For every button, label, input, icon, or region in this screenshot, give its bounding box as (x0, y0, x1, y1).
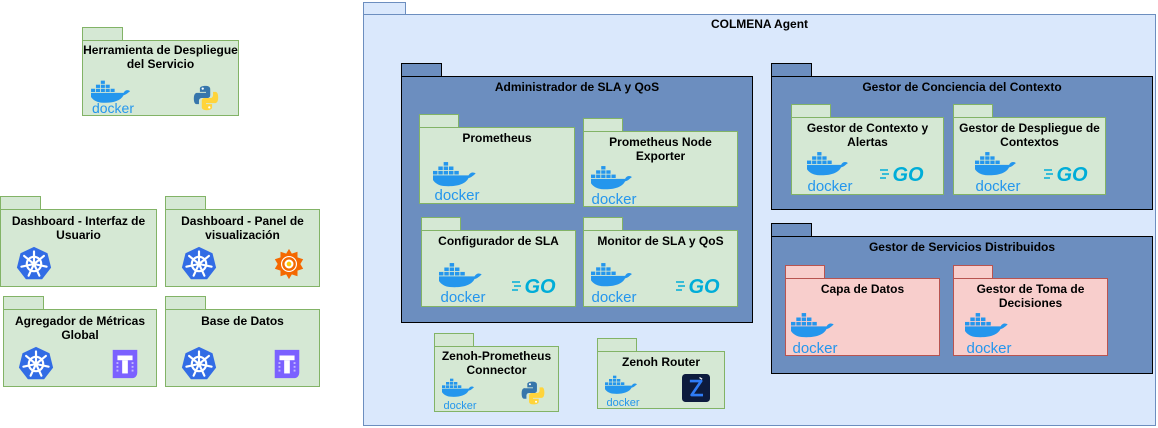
docker-logo: docker (960, 311, 1018, 355)
svg-text:docker: docker (443, 400, 476, 411)
agregador-metricas-package[interactable]: Agregador de Métricas Global (3, 309, 157, 387)
package-tab (165, 196, 206, 210)
package-tab (0, 196, 41, 210)
dashboard-panel-package[interactable]: Dashboard - Panel de visualización (165, 209, 320, 287)
svg-text:GO: GO (524, 276, 556, 296)
base-datos-package[interactable]: Base de Datos (165, 309, 320, 387)
package-tab (401, 63, 442, 77)
package-tab (82, 27, 123, 41)
svg-text:docker: docker (792, 340, 837, 355)
svg-text:docker: docker (966, 340, 1011, 355)
zenoh-router-package[interactable]: Zenoh Router docker (597, 351, 725, 409)
zenoh-icon (682, 374, 710, 402)
conciencia-contexto-label: Gestor de Conciencia del Contexto (862, 80, 1062, 94)
svg-text:docker: docker (591, 289, 636, 305)
docker-logo: docker (87, 79, 139, 115)
package-tab (583, 217, 623, 231)
herramienta-label: Herramienta de Despliegue del Servicio (83, 43, 238, 71)
configurador-sla-label: Configurador de SLA (438, 234, 559, 248)
svg-text:docker: docker (807, 178, 852, 194)
configurador-sla-package[interactable]: Configurador de SLA docker GO (421, 230, 576, 307)
agregador-label: Agregador de Métricas Global (14, 314, 146, 342)
grafana-icon (272, 247, 306, 281)
despliegue-contextos-package[interactable]: Gestor de Despliegue de Contextos docker… (953, 117, 1106, 195)
prometheus-label: Prometheus (462, 131, 532, 145)
docker-logo: docker (434, 261, 492, 305)
timescale-icon (270, 347, 304, 381)
package-tab (3, 296, 44, 310)
docker-logo: docker (970, 150, 1026, 194)
package-tab (791, 104, 831, 118)
docker-logo: docker (802, 150, 858, 194)
docker-logo: docker (786, 311, 844, 355)
zenoh-connector-label: Zenoh-Prometheus Connector (441, 349, 552, 377)
toma-decisiones-label: Gestor de Toma de Decisiones (976, 282, 1085, 310)
docker-logo: docker (602, 374, 644, 408)
colmena-agent-label: COLMENA Agent (710, 17, 809, 31)
toma-decisiones-package[interactable]: Gestor de Toma de Decisiones docker (953, 278, 1108, 356)
svg-text:docker: docker (440, 289, 485, 305)
base-datos-label: Base de Datos (201, 314, 284, 328)
capa-datos-package[interactable]: Capa de Datos docker (785, 278, 940, 356)
capa-datos-label: Capa de Datos (820, 282, 905, 296)
dashboard-panel-label: Dashboard - Panel de visualización (181, 214, 304, 242)
monitor-sla-package[interactable]: Monitor de SLA y QoS docker GO (583, 230, 738, 307)
svg-text:docker: docker (434, 187, 479, 202)
go-logo: GO (880, 162, 926, 184)
svg-text:docker: docker (606, 397, 639, 408)
docker-logo: docker (439, 377, 481, 411)
package-tab (165, 296, 206, 310)
package-tab (953, 104, 993, 118)
package-tab (421, 217, 461, 231)
svg-text:docker: docker (591, 191, 636, 206)
kubernetes-icon (181, 246, 217, 282)
kubernetes-icon (181, 346, 217, 382)
kubernetes-icon (18, 346, 54, 382)
package-tab (419, 114, 459, 128)
despliegue-contextos-label: Gestor de Despliegue de Contextos (959, 121, 1100, 149)
contexto-alertas-package[interactable]: Gestor de Contexto y Alertas docker GO (791, 117, 944, 195)
package-tab (771, 223, 812, 237)
svg-text:GO: GO (1056, 164, 1088, 184)
svg-text:GO: GO (688, 276, 720, 296)
package-tab (597, 338, 637, 352)
package-tab (583, 118, 623, 132)
monitor-sla-label: Monitor de SLA y QoS (597, 234, 724, 248)
svg-text:docker: docker (92, 100, 134, 115)
node-exporter-label: Prometheus Node Exporter (609, 135, 712, 163)
docker-logo: docker (586, 261, 642, 305)
package-tab (953, 265, 993, 279)
package-tab (434, 333, 474, 347)
zenoh-router-label: Zenoh Router (622, 355, 700, 369)
svg-text:docker: docker (975, 178, 1020, 194)
servicios-distribuidos-label: Gestor de Servicios Distribuidos (868, 240, 1056, 254)
package-tab (785, 265, 825, 279)
node-exporter-package[interactable]: Prometheus Node Exporter docker (583, 131, 738, 207)
kubernetes-icon (16, 246, 52, 282)
prometheus-package[interactable]: Prometheus docker (419, 127, 575, 204)
dashboard-interfaz-label: Dashboard - Interfaz de Usuario (11, 214, 146, 242)
docker-logo: docker (586, 164, 642, 206)
package-tab (771, 63, 812, 77)
timescale-icon (108, 347, 142, 381)
go-logo: GO (676, 274, 722, 296)
dashboard-interfaz-package[interactable]: Dashboard - Interfaz de Usuario (0, 209, 157, 287)
svg-text:GO: GO (892, 164, 924, 184)
contexto-alertas-label: Gestor de Contexto y Alertas (806, 121, 929, 149)
docker-logo: docker (428, 160, 486, 202)
herramienta-despliegue-package[interactable]: Herramienta de Despliegue del Servicio d… (82, 40, 239, 116)
python-icon (191, 83, 221, 113)
python-icon (519, 379, 547, 407)
go-logo: GO (512, 274, 558, 296)
zenoh-connector-package[interactable]: Zenoh-Prometheus Connector docker (434, 346, 559, 412)
go-logo: GO (1044, 162, 1090, 184)
administrador-sla-label: Administrador de SLA y QoS (494, 80, 660, 94)
